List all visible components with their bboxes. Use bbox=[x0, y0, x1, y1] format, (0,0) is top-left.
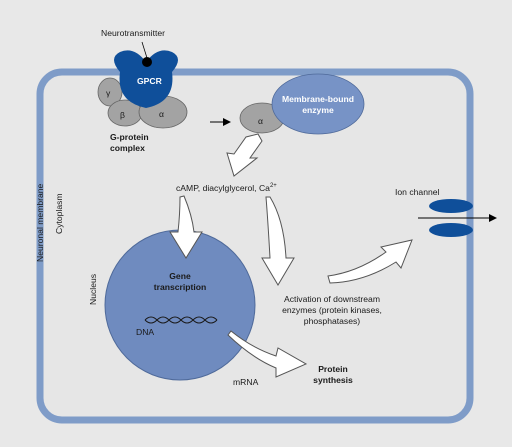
neuronal-membrane-label: Neuronal membrane bbox=[35, 183, 45, 262]
membrane-bound-enzyme bbox=[271, 73, 365, 135]
neurotransmitter-molecule bbox=[142, 57, 152, 67]
arrow-to-second-messengers bbox=[226, 133, 263, 177]
dna-helix bbox=[144, 316, 218, 324]
protein-synthesis-label-line1: Protein bbox=[318, 364, 348, 374]
mrna-label: mRNA bbox=[233, 377, 259, 387]
arrow-to-nucleus bbox=[169, 195, 203, 259]
second-messengers-text: cAMP, diacylglycerol, Ca bbox=[176, 183, 270, 193]
activation-label-line2: enzymes (protein kinases, bbox=[282, 305, 382, 315]
alpha-activated-label: α bbox=[258, 116, 263, 126]
arrow-to-ion-channel bbox=[327, 239, 413, 284]
arrow-to-protein-synthesis bbox=[227, 330, 308, 378]
gamma-subunit bbox=[97, 77, 123, 107]
second-messengers-superscript: 2+ bbox=[270, 183, 277, 189]
protein-synthesis-label-line2: synthesis bbox=[313, 375, 353, 385]
second-messengers-label: cAMP, diacylglycerol, Ca2+ bbox=[176, 183, 277, 193]
gpcr-receptor bbox=[114, 50, 178, 108]
nucleus-label: Nucleus bbox=[88, 274, 98, 305]
g-protein-label-line1: G-protein bbox=[110, 132, 149, 142]
gamma-label: γ bbox=[106, 88, 111, 98]
ion-channel-lower bbox=[429, 223, 473, 237]
g-protein-label-line2: complex bbox=[110, 143, 145, 153]
beta-label: β bbox=[120, 110, 125, 120]
activation-label-line3: phosphatases) bbox=[304, 316, 361, 326]
gene-transcription-label-line2: transcription bbox=[154, 282, 207, 292]
cytoplasm-label: Cytoplasm bbox=[54, 193, 64, 234]
neurotransmitter-leader bbox=[141, 41, 148, 59]
enzyme-label-line1: Membrane-bound bbox=[282, 94, 354, 104]
nucleus bbox=[104, 229, 256, 381]
activation-label-line1: Activation of downstream bbox=[284, 294, 380, 304]
alpha-label: α bbox=[159, 109, 164, 119]
neurotransmitter-label: Neurotransmitter bbox=[101, 28, 165, 38]
gpcr-label: GPCR bbox=[137, 76, 163, 86]
dna-label: DNA bbox=[136, 327, 154, 337]
arrow-to-downstream-enzymes bbox=[261, 196, 295, 286]
gene-transcription-label-line1: Gene bbox=[169, 271, 191, 281]
ion-channel-upper bbox=[429, 199, 473, 213]
ion-channel-label: Ion channel bbox=[395, 187, 440, 197]
enzyme-label-line2: enzyme bbox=[302, 105, 334, 115]
